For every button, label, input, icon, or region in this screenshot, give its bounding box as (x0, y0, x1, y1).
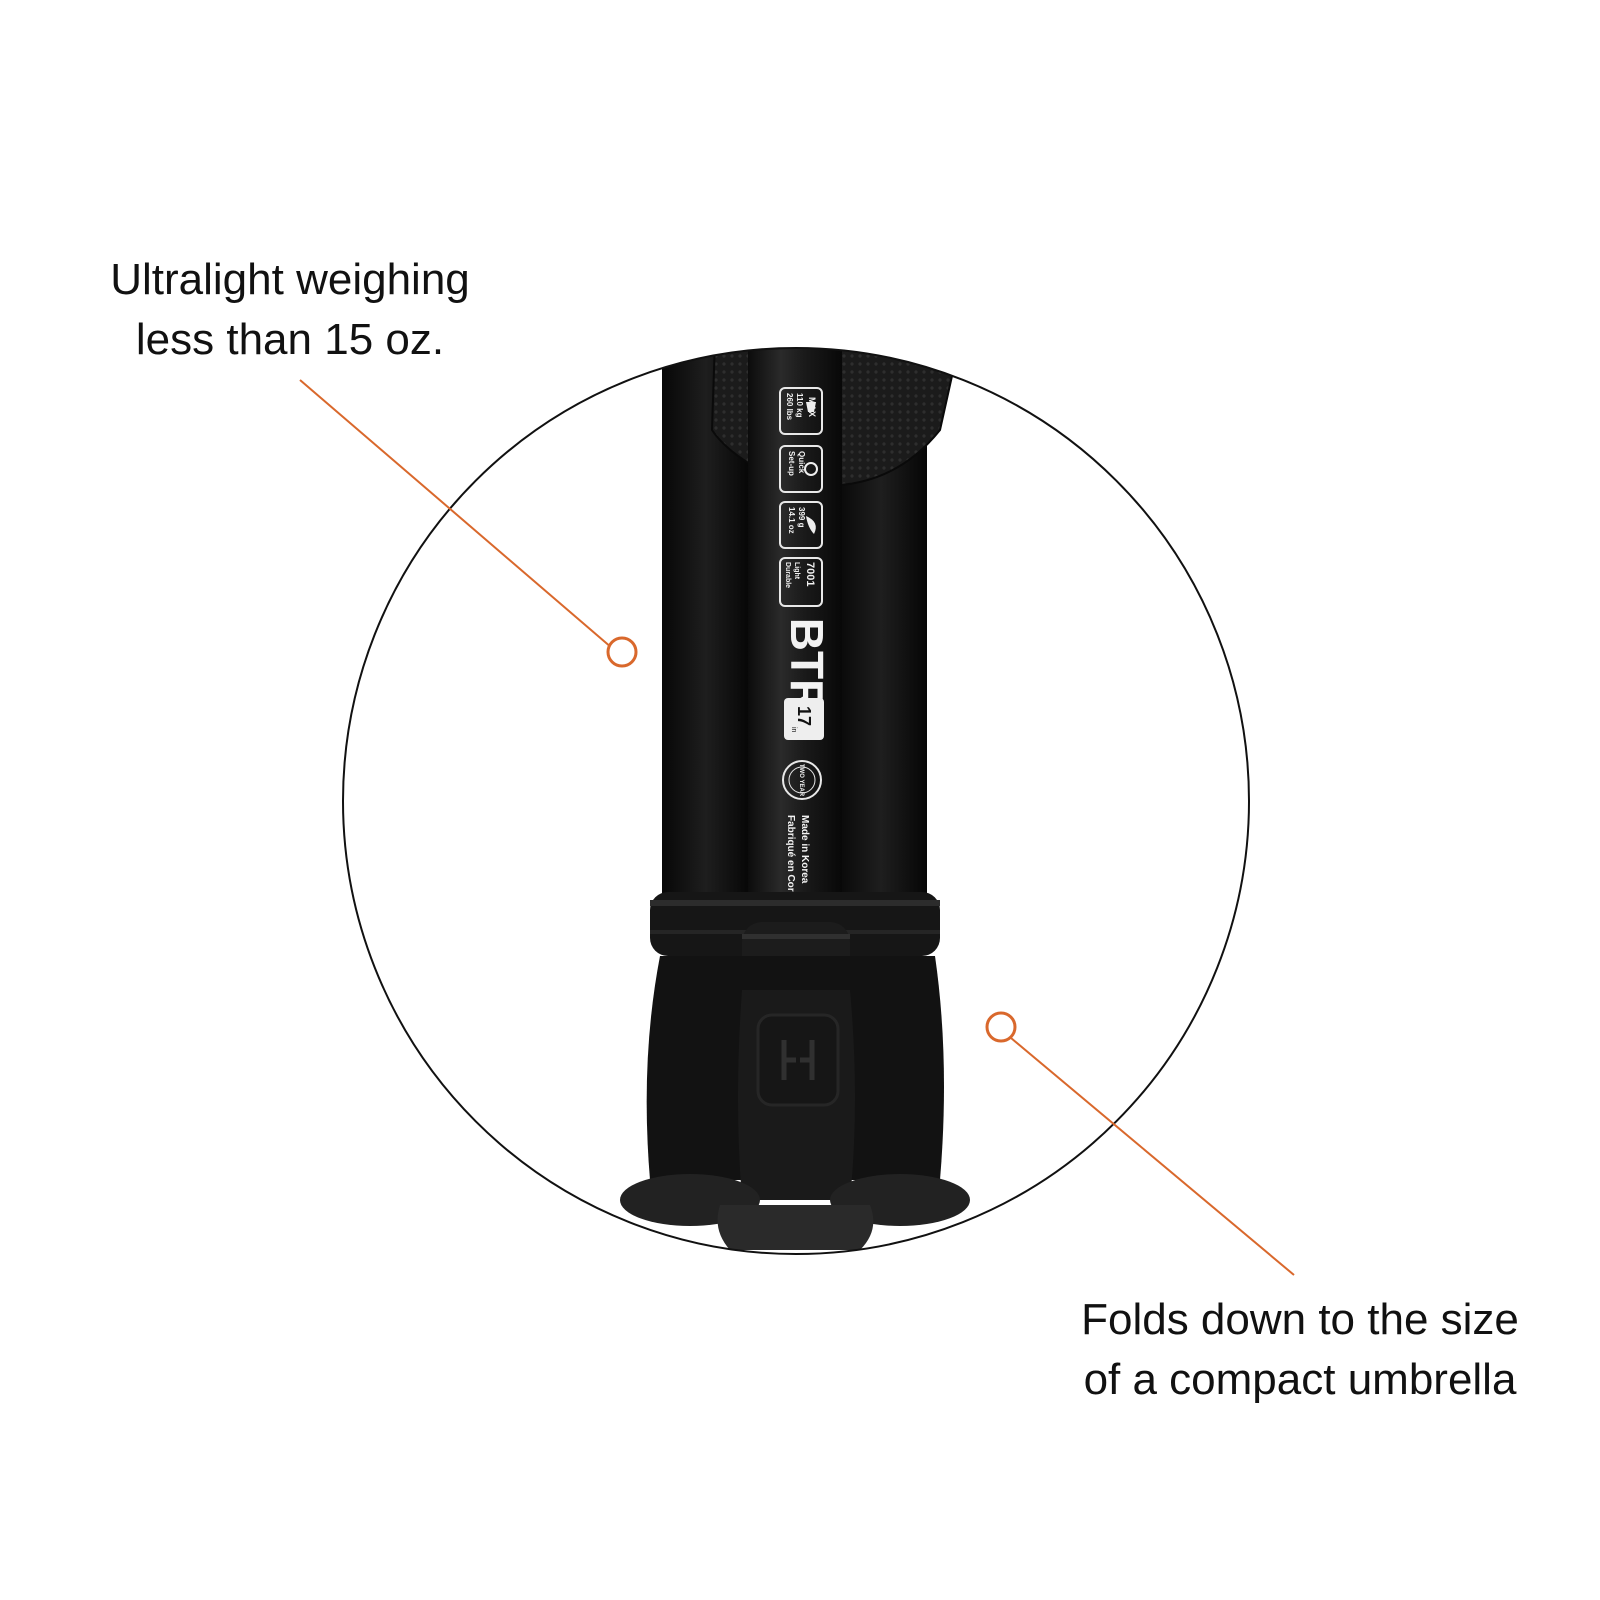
callout-fold: Folds down to the size of a compact umbr… (1040, 1290, 1560, 1410)
badge-weight-g: 399 g (797, 507, 806, 528)
leader-dot-fold (985, 1011, 1017, 1043)
size-badge-unit: in (790, 727, 797, 733)
callout-weight-line-2: less than 15 oz. (135, 315, 445, 364)
badge-durable-label: Durable (784, 562, 791, 588)
detail-circle (342, 347, 1250, 1255)
badge-setup-label: Set-up (787, 451, 796, 476)
size-badge: 17 (794, 706, 814, 726)
foot-pad-center (717, 1205, 874, 1250)
tripod-leg-center (748, 348, 842, 960)
callout-weight-line-1: Ultralight weighing (110, 255, 470, 304)
warranty-text: TWO YEAR (798, 764, 804, 797)
leader-line-weight (299, 379, 613, 649)
badge-light-label: Light (793, 562, 800, 580)
leader-dot-weight (606, 636, 638, 668)
origin-line-1: Made in Korea (799, 815, 810, 884)
weight-icon (806, 402, 816, 412)
badge-max-kg: 110 kg (795, 393, 804, 418)
size-badge-box (784, 698, 824, 740)
feather-icon (806, 516, 816, 534)
callout-fold-line-1: Folds down to the size (1081, 1295, 1519, 1344)
callout-fold-line-2: of a compact umbrella (1083, 1355, 1517, 1404)
callout-weight: Ultralight weighing less than 15 oz. (70, 250, 510, 370)
tripod-product: MAX 110 kg 260 lbs Quick Set-up 399 g 14… (620, 348, 970, 1250)
origin-line-2: Fabriqué en Corée (785, 815, 796, 903)
brand-mark: BTR (781, 618, 833, 713)
leader-line-fold (1010, 1037, 1295, 1276)
badge-weight-oz: 14.1 oz (787, 507, 796, 534)
logo-mark (781, 1040, 815, 1080)
timer-icon (804, 462, 818, 476)
badge-alloy-number: 7001 (804, 562, 816, 586)
spec-badges: MAX 110 kg 260 lbs Quick Set-up 399 g 14… (779, 387, 823, 607)
badge-quick-label: Quick (797, 451, 806, 474)
badge-max-lbs: 260 lbs (785, 393, 794, 421)
logo-plate (756, 1013, 840, 1107)
warranty-seal (782, 760, 822, 800)
